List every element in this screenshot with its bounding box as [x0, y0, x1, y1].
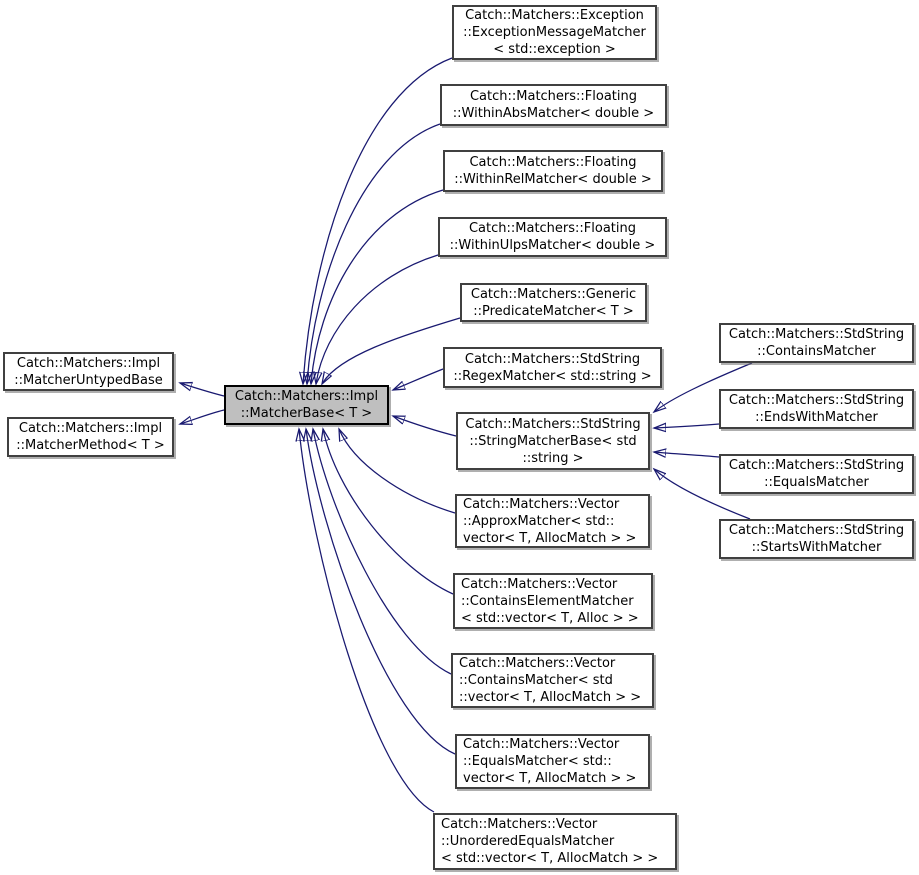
- node-regex-matcher[interactable]: Catch::Matchers::StdString ::RegexMatche…: [443, 347, 662, 388]
- node-label-line: Catch::Matchers::StdString: [728, 327, 905, 342]
- edge-regex-matcher: [393, 368, 444, 390]
- edge-string-matcher-base: [393, 416, 457, 437]
- node-stdstring-contains-matcher[interactable]: Catch::Matchers::StdString ::ContainsMat…: [719, 323, 914, 363]
- edge-within-abs-matcher: [307, 123, 441, 384]
- node-label-line: Catch::Matchers::Vector: [441, 817, 598, 832]
- node-vector-equals-matcher[interactable]: Catch::Matchers::Vector ::EqualsMatcher<…: [455, 734, 650, 789]
- node-label-line: Catch::Matchers::StdString: [465, 416, 641, 432]
- edge-stdstring-contains-matcher: [654, 362, 753, 412]
- node-label-line: ::UnorderedEqualsMatcher: [441, 834, 615, 849]
- node-label-line: Catch::Matchers::Impl: [234, 389, 379, 404]
- node-within-rel-matcher[interactable]: Catch::Matchers::Floating ::WithinRelMat…: [443, 150, 663, 192]
- node-label-line: ::vector< T, AllocMatch > >: [459, 690, 642, 705]
- node-label-line: Catch::Matchers::Vector: [463, 737, 620, 752]
- node-matcher-base-current: Catch::Matchers::Impl ::MatcherBase< T >: [224, 385, 389, 425]
- node-label-line: Catch::Matchers::Generic: [470, 286, 637, 302]
- node-label-line: ::ApproxMatcher< std::: [463, 513, 615, 529]
- node-label-line: < std::exception >: [493, 42, 616, 57]
- node-label-line: ::ContainsElementMatcher: [461, 593, 634, 609]
- node-label-line: ::MatcherMethod< T >: [16, 438, 165, 453]
- node-label-line: ::StringMatcherBase< std: [469, 433, 637, 449]
- node-label-line: ::EqualsMatcher< std::: [463, 754, 612, 769]
- node-label-line: ::RegexMatcher< std::string >: [453, 368, 652, 384]
- edge-vector-approx-matcher: [339, 429, 456, 514]
- node-within-abs-matcher[interactable]: Catch::Matchers::Floating ::WithinAbsMat…: [440, 84, 667, 126]
- node-label-line: Catch::Matchers::StdString: [728, 458, 905, 473]
- node-label-line: ::ContainsMatcher< std: [459, 673, 613, 688]
- node-label-line: ::EndsWithMatcher: [755, 410, 878, 425]
- node-vector-contains-element-matcher[interactable]: Catch::Matchers::Vector ::ContainsElemen…: [453, 573, 653, 629]
- node-label-line: ::ContainsMatcher: [757, 344, 876, 359]
- node-ends-with-matcher[interactable]: Catch::Matchers::StdString ::EndsWithMat…: [719, 389, 914, 429]
- node-label-line: Catch::Matchers::Exception: [465, 8, 644, 23]
- edge-predicate-matcher: [322, 317, 461, 384]
- node-label-line: ::MatcherBase< T >: [240, 406, 373, 421]
- node-label-line: ::WithinRelMatcher< double >: [454, 172, 652, 187]
- node-label-line: Catch::Matchers::Vector: [459, 656, 616, 671]
- node-stdstring-equals-matcher[interactable]: Catch::Matchers::StdString ::EqualsMatch…: [719, 454, 914, 494]
- node-label-line: Catch::Matchers::Vector: [463, 496, 620, 512]
- node-label-line: Catch::Matchers::Vector: [461, 576, 618, 592]
- edge-starts-with-matcher: [654, 469, 751, 520]
- node-within-ulps-matcher[interactable]: Catch::Matchers::Floating ::WithinUlpsMa…: [438, 217, 667, 257]
- node-starts-with-matcher[interactable]: Catch::Matchers::StdString ::StartsWithM…: [719, 519, 914, 559]
- node-exception-message-matcher[interactable]: Catch::Matchers::Exception ::ExceptionMe…: [452, 5, 657, 60]
- edge-vector-equals-matcher: [306, 429, 456, 755]
- edge-exception-message-matcher: [303, 57, 453, 384]
- node-label-line: ::MatcherUntypedBase: [14, 372, 163, 388]
- node-vector-contains-matcher[interactable]: Catch::Matchers::Vector ::ContainsMatche…: [451, 653, 654, 708]
- node-vector-unordered-equals-matcher[interactable]: Catch::Matchers::Vector ::UnorderedEqual…: [433, 813, 677, 870]
- node-label-line: ::PredicateMatcher< T >: [473, 303, 634, 319]
- node-label-line: vector< T, AllocMatch > >: [463, 771, 637, 786]
- edge-ends-with-matcher: [654, 424, 720, 428]
- node-label-line: ::ExceptionMessageMatcher: [463, 25, 646, 40]
- node-label-line: Catch::Matchers::StdString: [728, 393, 905, 408]
- edge-stdstring-equals-matcher: [654, 452, 720, 457]
- node-matcher-untyped-base[interactable]: Catch::Matchers::Impl ::MatcherUntypedBa…: [3, 352, 174, 391]
- node-label-line: Catch::Matchers::Floating: [468, 221, 637, 236]
- node-label-line: ::WithinUlpsMatcher< double >: [449, 238, 656, 253]
- node-label-line: ::string >: [522, 450, 584, 466]
- node-label-line: < std::vector< T, Alloc > >: [461, 610, 639, 626]
- node-label-line: Catch::Matchers::Floating: [469, 89, 638, 104]
- edge-to-matcher-untyped-base: [180, 383, 225, 397]
- node-matcher-method[interactable]: Catch::Matchers::Impl ::MatcherMethod< T…: [7, 417, 174, 457]
- edge-to-matcher-method: [180, 409, 225, 424]
- node-string-matcher-base[interactable]: Catch::Matchers::StdString ::StringMatch…: [456, 412, 650, 470]
- node-label-line: Catch::Matchers::Impl: [16, 355, 161, 371]
- node-vector-approx-matcher[interactable]: Catch::Matchers::Vector ::ApproxMatcher<…: [455, 494, 650, 548]
- node-label-line: < std::vector< T, AllocMatch > >: [441, 851, 659, 866]
- node-label-line: Catch::Matchers::Impl: [18, 421, 163, 436]
- node-label-line: ::WithinAbsMatcher< double >: [452, 106, 655, 121]
- node-label-line: ::StartsWithMatcher: [751, 540, 882, 555]
- node-label-line: Catch::Matchers::Floating: [469, 155, 637, 170]
- node-predicate-matcher[interactable]: Catch::Matchers::Generic ::PredicateMatc…: [460, 283, 647, 322]
- edge-vector-contains-element-matcher: [323, 429, 454, 595]
- edge-vector-unordered-equals-matcher: [299, 429, 435, 813]
- edge-within-rel-matcher: [311, 189, 444, 384]
- node-label-line: vector< T, AllocMatch > >: [463, 530, 637, 546]
- edge-within-ulps-matcher: [316, 254, 439, 384]
- node-label-line: Catch::Matchers::StdString: [464, 351, 641, 367]
- node-label-line: Catch::Matchers::StdString: [728, 523, 905, 538]
- node-label-line: ::EqualsMatcher: [764, 475, 869, 490]
- edge-vector-contains-matcher: [313, 429, 452, 675]
